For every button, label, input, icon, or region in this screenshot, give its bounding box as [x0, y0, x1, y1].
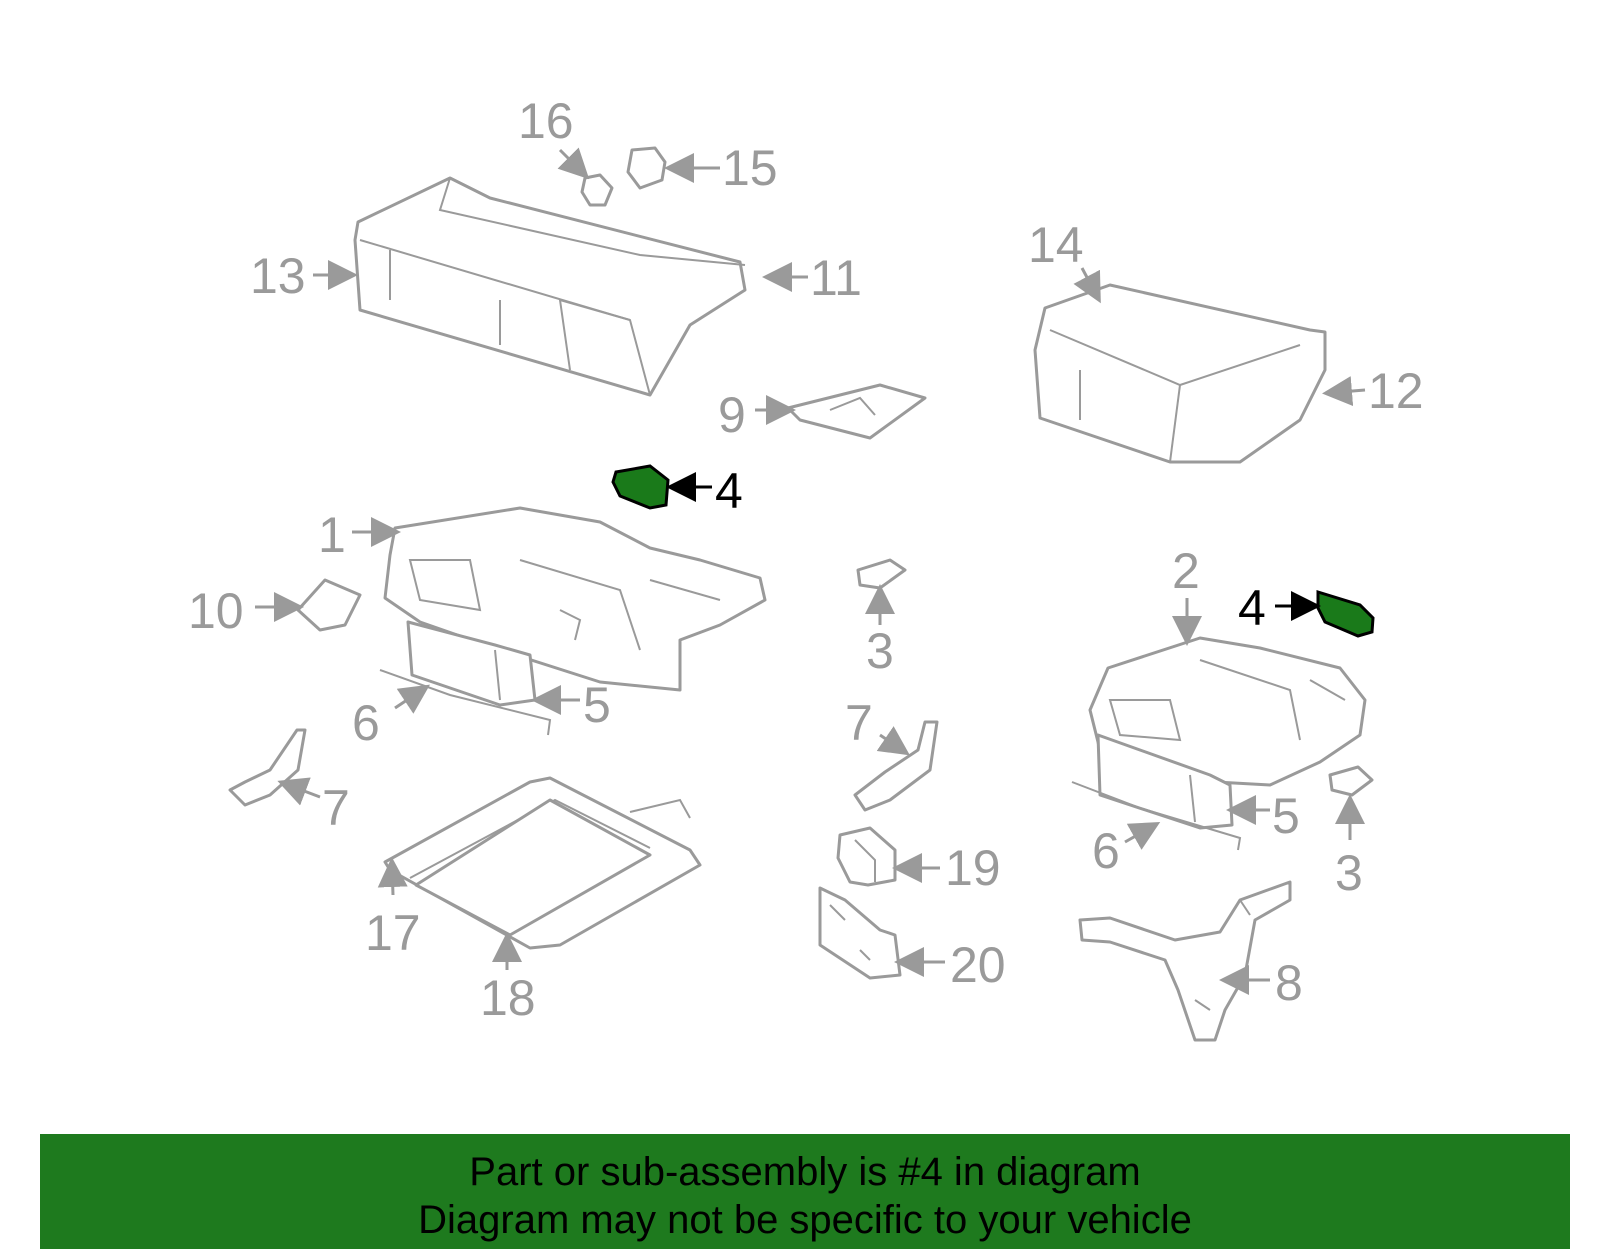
label-3-right: 3: [1335, 845, 1363, 901]
label-1: 1: [318, 507, 346, 563]
label-11: 11: [810, 250, 862, 306]
label-2: 2: [1172, 543, 1200, 599]
label-4-top: 4: [715, 463, 743, 519]
label-5-left: 5: [583, 677, 611, 733]
rod-part-6-right: [1071, 781, 1242, 851]
highlighted-part-4-right: [1316, 589, 1375, 638]
label-7-center: 7: [845, 695, 873, 751]
label-6-right: 6: [1092, 823, 1120, 879]
label-6-left: 6: [352, 695, 380, 751]
clip-part-16: [580, 173, 614, 207]
label-9: 9: [718, 387, 746, 443]
label-19: 19: [945, 840, 1001, 896]
seat-cushion-cover-right: [1033, 283, 1327, 464]
bracket-part-9: [786, 383, 927, 440]
label-17: 17: [365, 905, 421, 961]
label-4-right: 4: [1238, 580, 1266, 636]
label-20: 20: [950, 937, 1006, 993]
label-5-right: 5: [1272, 788, 1300, 844]
bracket-part-8: [1078, 880, 1292, 1042]
label-18: 18: [480, 970, 536, 1026]
module-part-19: [836, 826, 897, 887]
label-15: 15: [722, 140, 778, 196]
banner-line-2: Diagram may not be specific to your vehi…: [418, 1198, 1192, 1242]
label-13: 13: [250, 248, 306, 304]
rod-part-6-left: [379, 669, 552, 736]
clip-part-15: [626, 146, 667, 190]
label-14: 14: [1028, 217, 1084, 273]
cap-part-3-center: [856, 558, 907, 590]
cap-part-3-right: [1328, 765, 1374, 797]
seat-pad-part-18: [414, 798, 652, 937]
info-banner: Part or sub-assembly is #4 in diagram Di…: [40, 1134, 1570, 1249]
label-3-center: 3: [866, 623, 894, 679]
highlighted-part-4-top: [611, 464, 670, 510]
leader-arrows: [255, 147, 1366, 995]
label-8: 8: [1275, 955, 1303, 1011]
label-7-left: 7: [322, 780, 350, 836]
bracket-part-7-left: [228, 728, 307, 807]
label-10: 10: [188, 583, 244, 639]
banner-line-1: Part or sub-assembly is #4 in diagram: [469, 1150, 1141, 1194]
trim-part-10: [296, 578, 362, 632]
label-16: 16: [518, 93, 574, 149]
seat-cushion-cover-left: [353, 176, 747, 397]
bracket-part-20: [818, 886, 902, 980]
bracket-part-7-center: [853, 720, 939, 812]
label-12: 12: [1368, 363, 1424, 419]
seat-frame-part-1: [383, 506, 767, 692]
